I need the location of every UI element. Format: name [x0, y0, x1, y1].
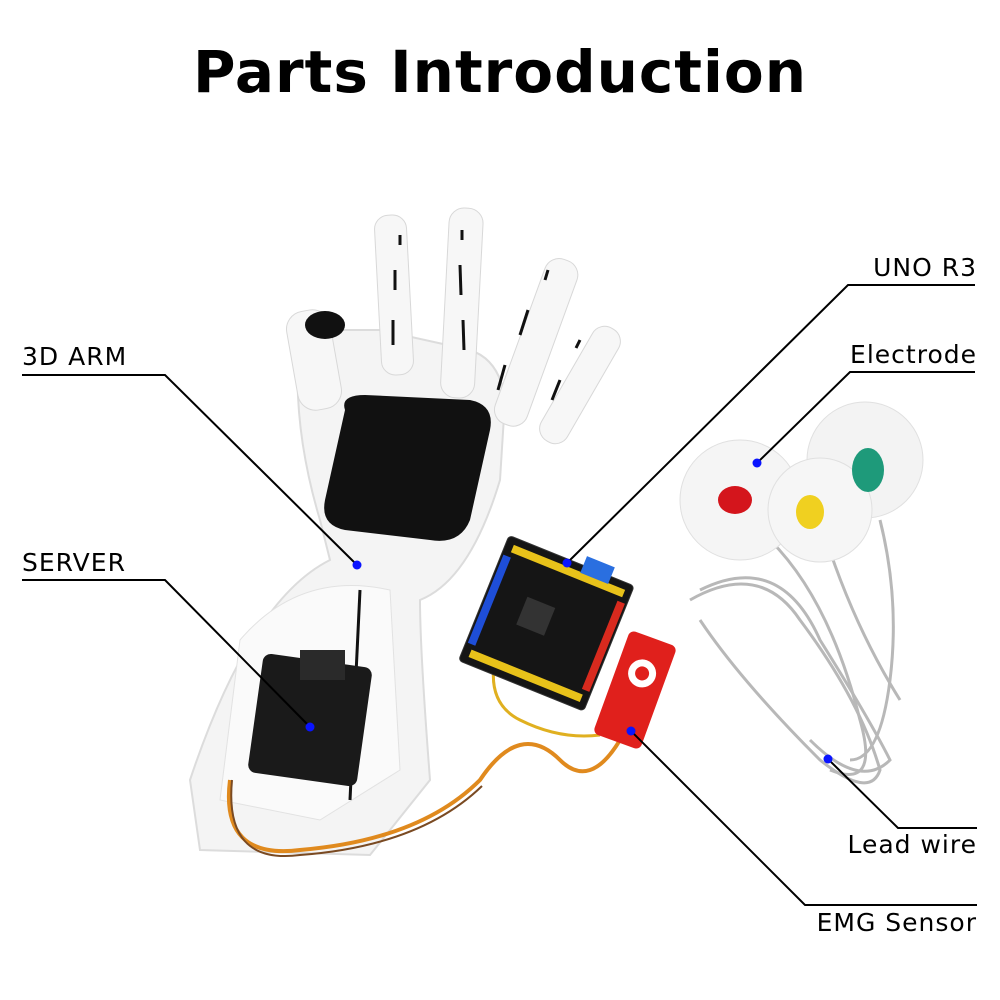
callout-lines [22, 284, 977, 906]
marker-server [305, 722, 315, 732]
electrodes [679, 401, 924, 563]
marker-lead-wire [823, 754, 833, 764]
marker-uno [562, 558, 572, 568]
marker-electrode [752, 458, 762, 468]
label-3d-arm: 3D ARM [22, 342, 128, 371]
marker-emg-sensor [626, 726, 636, 736]
label-electrode: Electrode [850, 340, 977, 369]
emg-sensor [594, 631, 676, 749]
lead-wire [689, 519, 902, 785]
page-title: Parts Introduction [192, 38, 808, 106]
marker-arm [352, 560, 362, 570]
label-server: SERVER [22, 548, 126, 577]
uno-r3-board [459, 536, 634, 711]
label-emg-sensor: EMG Sensor [816, 908, 977, 937]
label-uno-r3: UNO R3 [873, 253, 977, 282]
servo [248, 650, 372, 787]
label-lead-wire: Lead wire [847, 830, 977, 859]
